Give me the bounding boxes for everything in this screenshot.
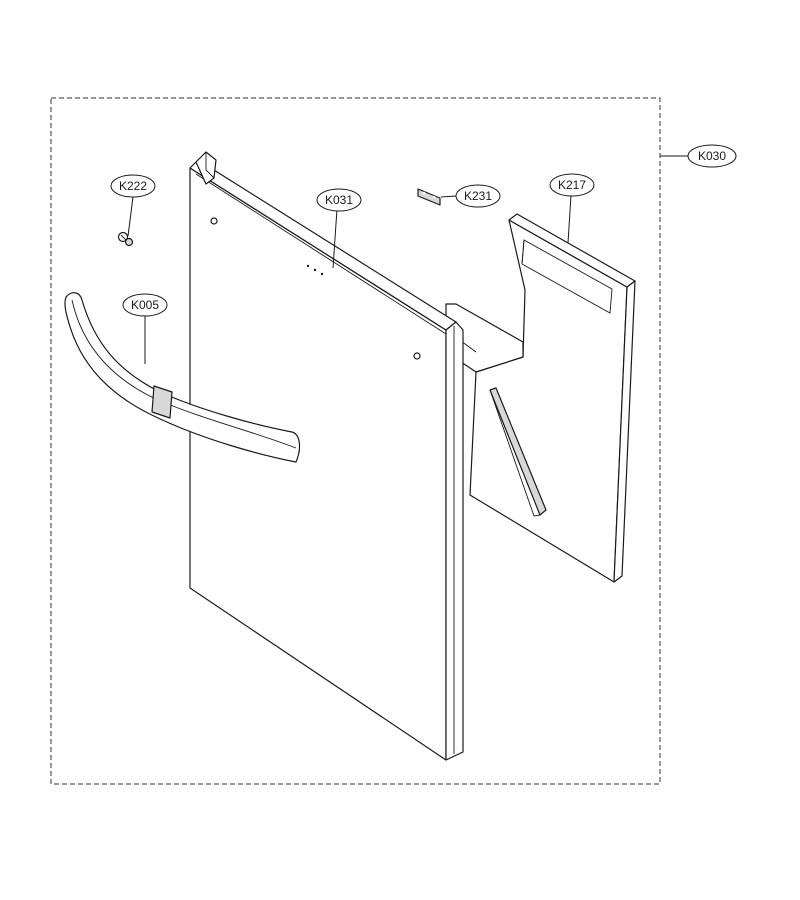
- screw-part: [117, 231, 134, 247]
- insulation-panel: [445, 213, 636, 583]
- callout-assembly: K030: [687, 144, 737, 168]
- callout-label-assembly: K030: [698, 149, 726, 163]
- callout-label-door-panel: K031: [325, 193, 353, 207]
- callout-insulation: K217: [549, 173, 595, 197]
- callout-door-panel: K031: [316, 188, 362, 212]
- leader-lines: [127, 155, 688, 364]
- callout-label-screw: K222: [119, 179, 147, 193]
- callout-bracket: K231: [455, 184, 501, 208]
- callout-label-insulation: K217: [558, 178, 586, 192]
- bracket-part: [417, 188, 441, 206]
- callout-handle: K005: [122, 293, 168, 317]
- assembly-boundary: [50, 97, 661, 785]
- callout-label-bracket: K231: [464, 189, 492, 203]
- door-handle: [64, 292, 301, 463]
- callout-screw: K222: [110, 174, 156, 198]
- door-panel: [189, 151, 464, 761]
- callout-label-handle: K005: [131, 298, 159, 312]
